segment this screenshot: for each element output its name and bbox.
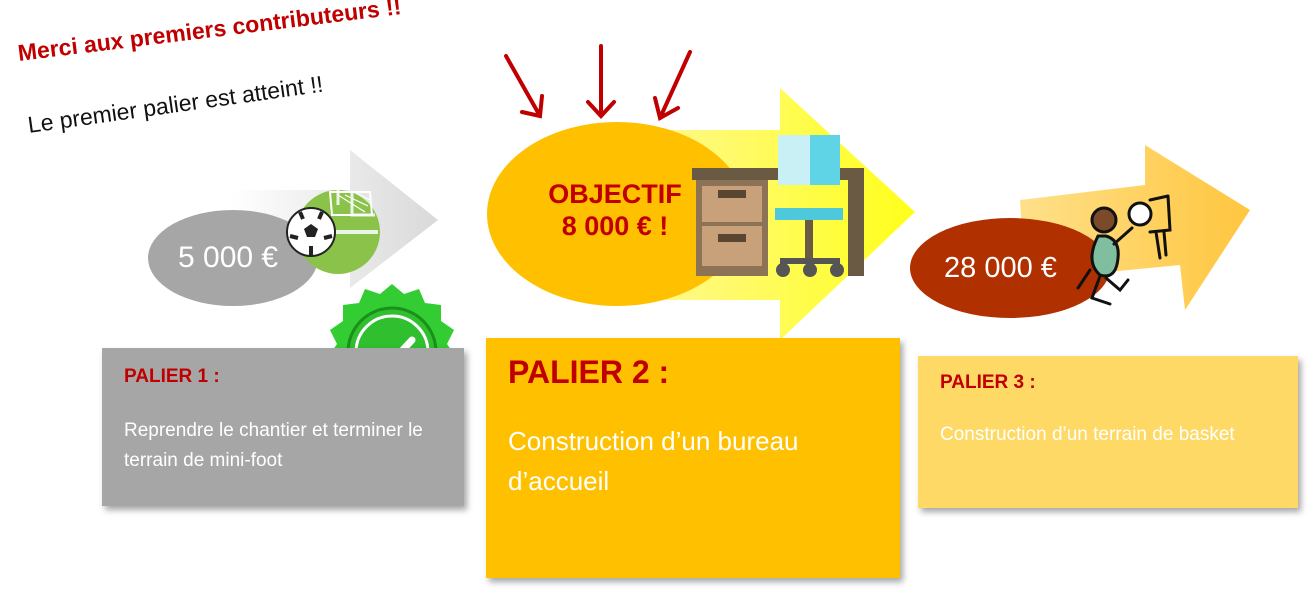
tier3-amount-ellipse bbox=[910, 218, 1110, 318]
tier3-amount: 28 000 € bbox=[944, 252, 1057, 284]
red-pointer-arrows bbox=[504, 44, 692, 122]
tier3-title: PALIER 3 : bbox=[940, 372, 1036, 393]
tier2-objective-ellipse bbox=[487, 122, 747, 306]
desk-icon bbox=[692, 135, 864, 277]
tier2-objective: OBJECTIF 8 000 € ! bbox=[520, 178, 710, 243]
tier1-card: PALIER 1 : Reprendre le chantier et term… bbox=[102, 348, 464, 506]
tier1-title: PALIER 1 : bbox=[124, 366, 220, 387]
tier3-description: Construction d’un terrain de basket bbox=[940, 424, 1235, 445]
tier2-objective-label: OBJECTIF bbox=[548, 179, 682, 209]
tier2-card: PALIER 2 : Construction d’un bureau d’ac… bbox=[486, 338, 900, 578]
tier2-title: PALIER 2 : bbox=[508, 354, 670, 390]
tier1-amount: 5 000 € bbox=[178, 241, 279, 274]
tier2-amount: 8 000 € ! bbox=[561, 211, 669, 242]
tier3-card: PALIER 3 : Construction d’un terrain de … bbox=[918, 356, 1298, 508]
soccer-ball-icon bbox=[286, 207, 336, 257]
tier2-description: Construction d’un bureau d’accueil bbox=[508, 426, 799, 497]
tier1-description: Reprendre le chantier et terminer le ter… bbox=[124, 420, 423, 472]
tier1-amount-ellipse bbox=[148, 210, 318, 306]
basketball-player-icon bbox=[1076, 194, 1172, 306]
